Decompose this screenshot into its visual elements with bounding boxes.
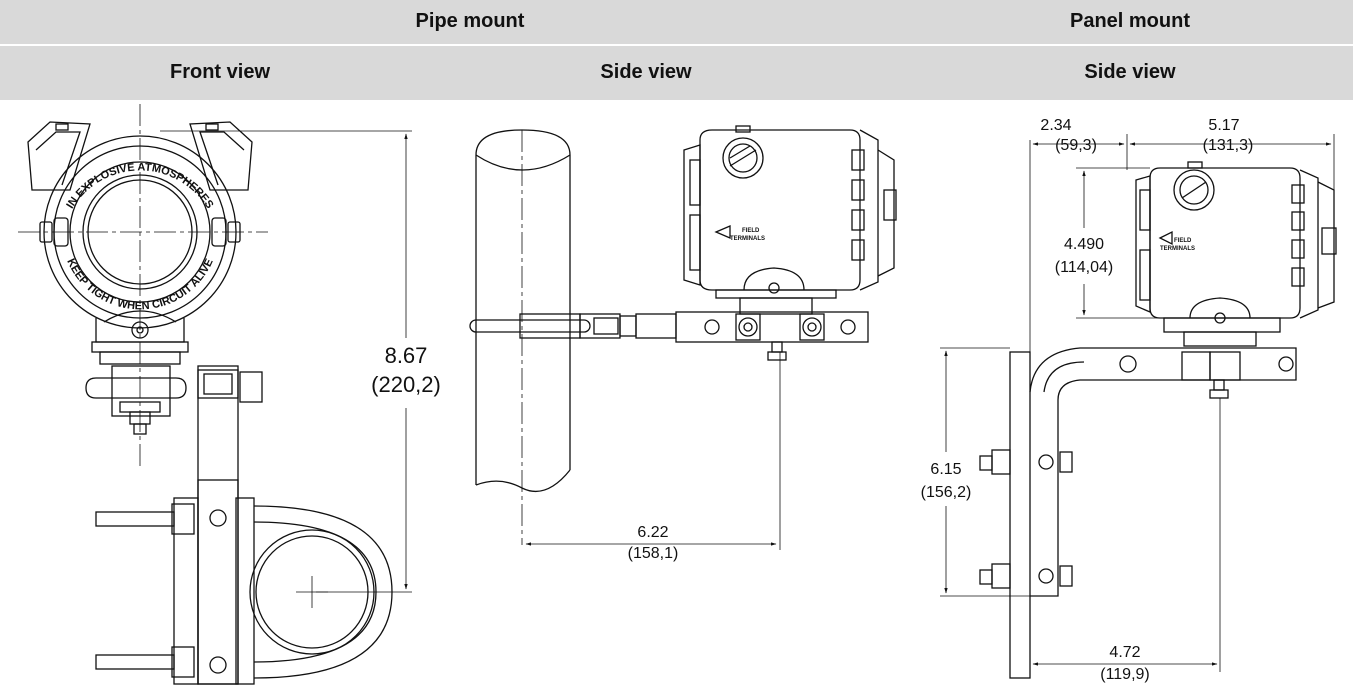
panel-dimension-lines [940, 134, 1335, 672]
panel-field-label-1: FIELD [1174, 238, 1192, 244]
panel-mount-heading: Panel mount [1069, 10, 1190, 32]
housing-height-mm-label: (114,04) [1055, 259, 1113, 276]
pipe-side-view-heading: Side view [600, 61, 692, 83]
pipe-mount-heading: Pipe mount [415, 10, 525, 32]
bracket-depth-in-label: 4.72 [1109, 644, 1140, 661]
header-row-mount-type [0, 0, 1353, 44]
front-view-heading: Front view [169, 61, 270, 83]
offset-in-label: 6.22 [637, 524, 668, 541]
panel-side-view-heading: Side view [1084, 61, 1176, 83]
offset-mm-label: (158,1) [628, 545, 679, 562]
pipe-field-label-2: TERMINALS [730, 236, 765, 242]
panel-field-label-2: TERMINALS [1160, 246, 1195, 252]
panel-side-view-drawing [979, 161, 1337, 679]
offset-dimension-line [525, 352, 781, 550]
bracket-depth-mm-label: (119,9) [1100, 666, 1150, 683]
bracket-height-mm-label: (156,2) [921, 484, 972, 501]
width-right-mm-label: (131,3) [1203, 137, 1254, 154]
width-right-in-label: 5.17 [1208, 117, 1239, 134]
width-left-in-label: 2.34 [1040, 117, 1071, 134]
width-left-mm-label: (59,3) [1055, 137, 1097, 154]
height-mm-label: (220,2) [371, 372, 441, 397]
pipe-side-view-drawing [469, 125, 897, 545]
housing-height-in-label: 4.490 [1064, 236, 1104, 253]
height-dimension-line [160, 130, 412, 593]
pipe-field-label-1: FIELD [742, 228, 760, 234]
height-in-label: 8.67 [385, 343, 428, 368]
bracket-height-in-label: 6.15 [930, 461, 961, 478]
header-row-view [0, 44, 1353, 100]
